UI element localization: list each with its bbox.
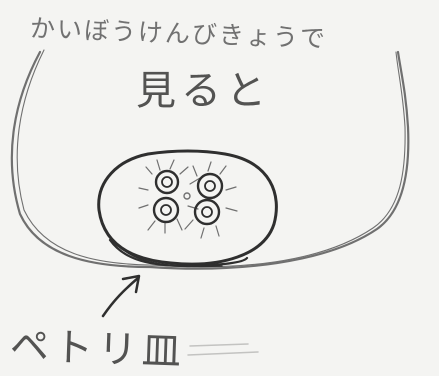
- petri-dish-label: ペトリ皿: [9, 323, 187, 376]
- dish-symbol-strokes: [187, 343, 259, 356]
- when-viewed-caption: 見ると: [136, 68, 271, 114]
- petri-dish-icon: [97, 149, 278, 266]
- magnifier-view-icon: [10, 50, 410, 270]
- pointer-arrow-icon: [101, 274, 141, 318]
- egg-cluster-icon: [138, 159, 238, 239]
